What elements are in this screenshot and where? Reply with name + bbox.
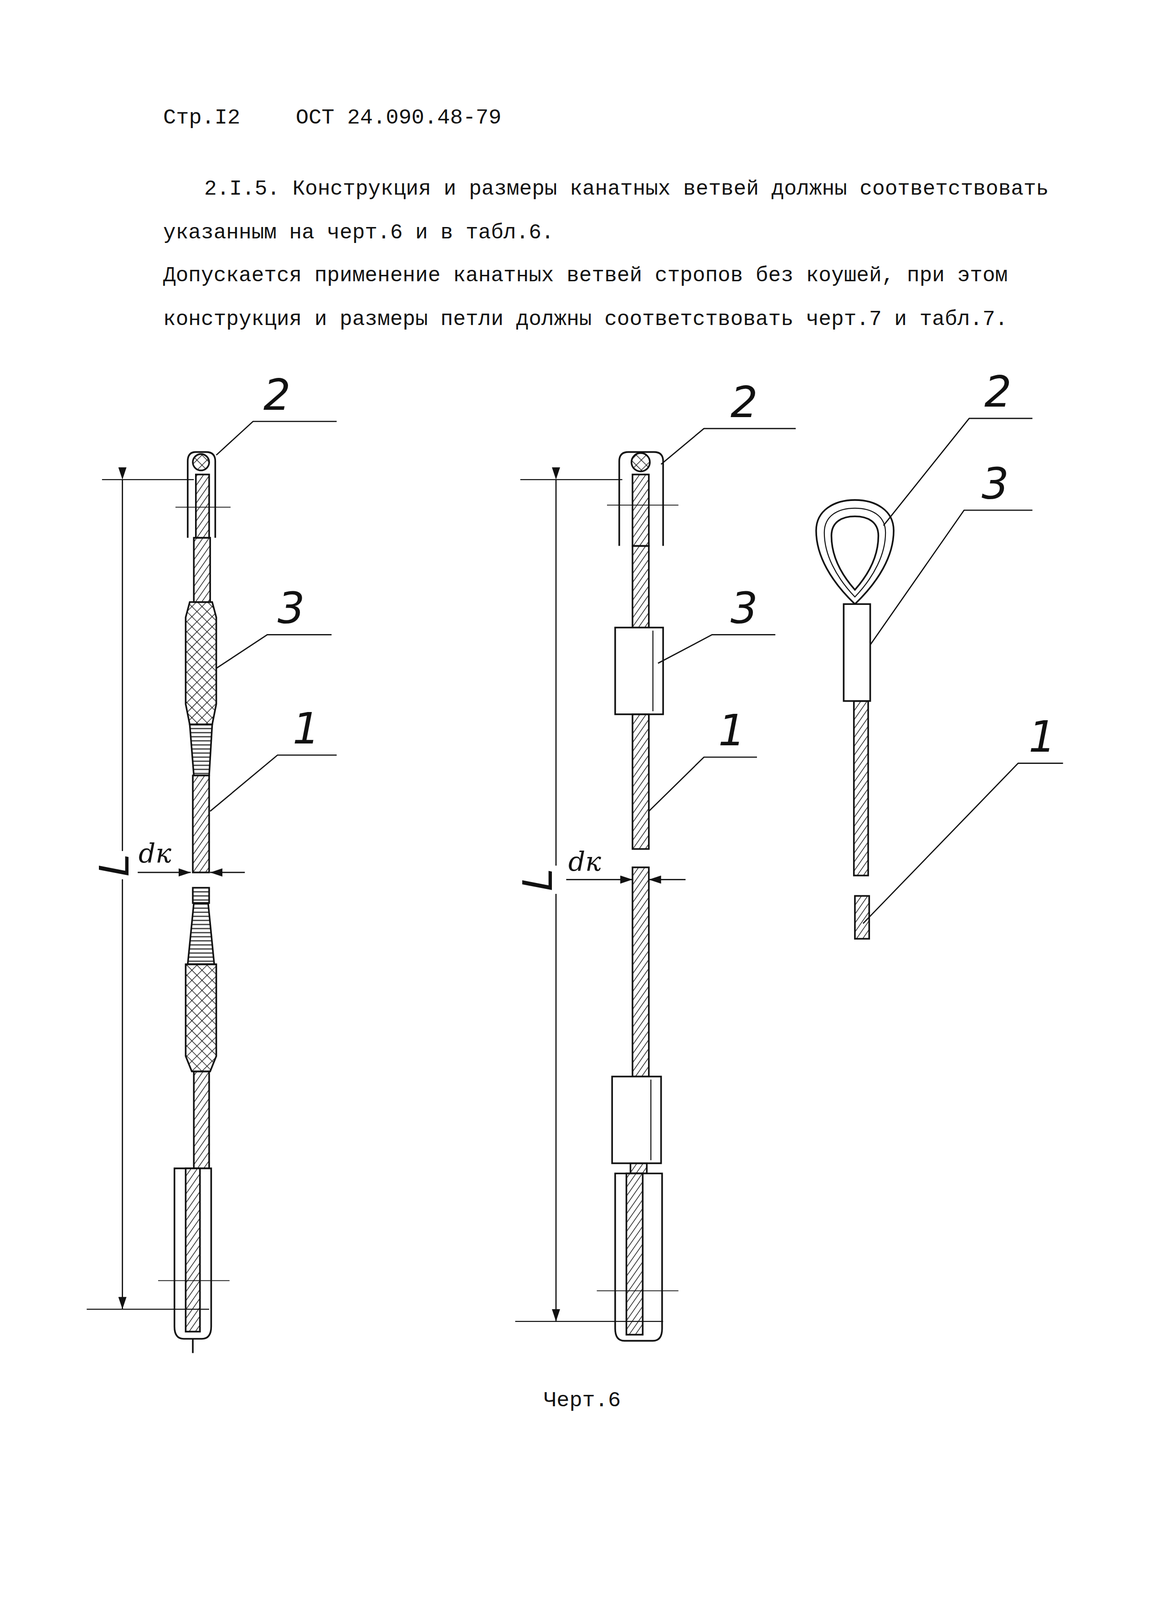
rope bbox=[192, 775, 210, 873]
center-line bbox=[596, 1290, 679, 1292]
leader-line bbox=[210, 755, 337, 812]
rope-neck bbox=[193, 1070, 210, 1169]
sleeve-edge bbox=[650, 1079, 652, 1160]
dimension-line bbox=[121, 479, 124, 1309]
extension-line bbox=[86, 1308, 210, 1310]
clause-text: 2.I.5. Конструкция и размеры канатных ве… bbox=[163, 167, 1053, 256]
leader-line bbox=[863, 762, 1064, 923]
dimension-line bbox=[648, 878, 686, 880]
thimble-inner bbox=[831, 516, 879, 590]
diameter-dimension: dк bbox=[568, 846, 602, 876]
callout-number: 3 bbox=[981, 460, 1009, 508]
rope-end bbox=[191, 1338, 194, 1353]
pressed-sleeve bbox=[612, 1076, 661, 1163]
rope-in-thimble bbox=[626, 1173, 643, 1335]
splice-taper bbox=[189, 724, 212, 776]
braided-splice bbox=[185, 602, 217, 725]
leader-line bbox=[216, 634, 332, 669]
extension-line bbox=[520, 478, 623, 480]
sleeve-edge bbox=[652, 630, 654, 711]
extension-line bbox=[102, 478, 194, 480]
pressed-sleeve bbox=[843, 603, 870, 701]
thimble-groove bbox=[824, 508, 886, 597]
length-dimension: L bbox=[92, 850, 137, 880]
braided-splice bbox=[185, 963, 217, 1071]
dimension-line bbox=[566, 878, 633, 880]
note-text: Допускается применение канатных ветвей с… bbox=[163, 253, 1053, 342]
length-dimension: L bbox=[515, 865, 561, 894]
splice-taper bbox=[187, 902, 215, 964]
center-line bbox=[175, 506, 231, 508]
dimension-line bbox=[555, 479, 557, 1322]
thimble-top bbox=[619, 452, 664, 546]
rope-in-thimble bbox=[632, 474, 649, 546]
rope-section bbox=[631, 452, 650, 472]
pressed-sleeve bbox=[615, 627, 664, 715]
center-line bbox=[158, 1279, 230, 1281]
leader-line bbox=[883, 418, 1033, 526]
thimble-detail bbox=[816, 418, 1064, 939]
rope-neck bbox=[193, 537, 211, 603]
callout-number: 3 bbox=[730, 584, 758, 632]
callout-number: 2 bbox=[263, 371, 291, 419]
sling-with-pressed-sleeve bbox=[514, 428, 796, 1341]
rope-section bbox=[192, 453, 210, 471]
callout-number: 1 bbox=[718, 706, 746, 754]
rope bbox=[632, 545, 649, 628]
leader-line bbox=[658, 634, 776, 664]
sling-with-braided-splice bbox=[86, 421, 337, 1354]
leader-line bbox=[661, 428, 796, 464]
leader-line bbox=[648, 756, 757, 812]
rope bbox=[854, 895, 870, 939]
rope-in-thimble bbox=[195, 474, 210, 538]
callout-number: 3 bbox=[277, 584, 305, 632]
standard-code: ОСТ 24.090.48-79 bbox=[295, 106, 502, 130]
leader-line bbox=[216, 421, 337, 456]
extension-line bbox=[514, 1320, 664, 1322]
callout-number: 1 bbox=[292, 705, 320, 752]
dimension-line bbox=[210, 871, 245, 874]
leader-line bbox=[870, 509, 1033, 645]
rope bbox=[630, 1163, 647, 1174]
rope-in-thimble bbox=[185, 1168, 200, 1332]
center-line bbox=[607, 504, 679, 506]
rope bbox=[854, 700, 869, 876]
thimble-top bbox=[187, 452, 216, 538]
diameter-dimension: dк bbox=[138, 838, 172, 868]
dimension-line bbox=[137, 871, 191, 874]
callout-number: 2 bbox=[984, 368, 1012, 416]
callout-number: 1 bbox=[1028, 713, 1056, 761]
thimble-outer bbox=[816, 499, 894, 604]
page-number: Стр.I2 bbox=[163, 106, 241, 130]
thimble-bottom bbox=[615, 1173, 663, 1341]
thimble-bottom bbox=[174, 1168, 212, 1339]
drawing-caption: Черт.6 bbox=[543, 1388, 621, 1413]
rope bbox=[632, 867, 649, 1077]
rope bbox=[192, 887, 210, 904]
rope bbox=[632, 714, 649, 849]
callout-number: 2 bbox=[730, 378, 758, 426]
